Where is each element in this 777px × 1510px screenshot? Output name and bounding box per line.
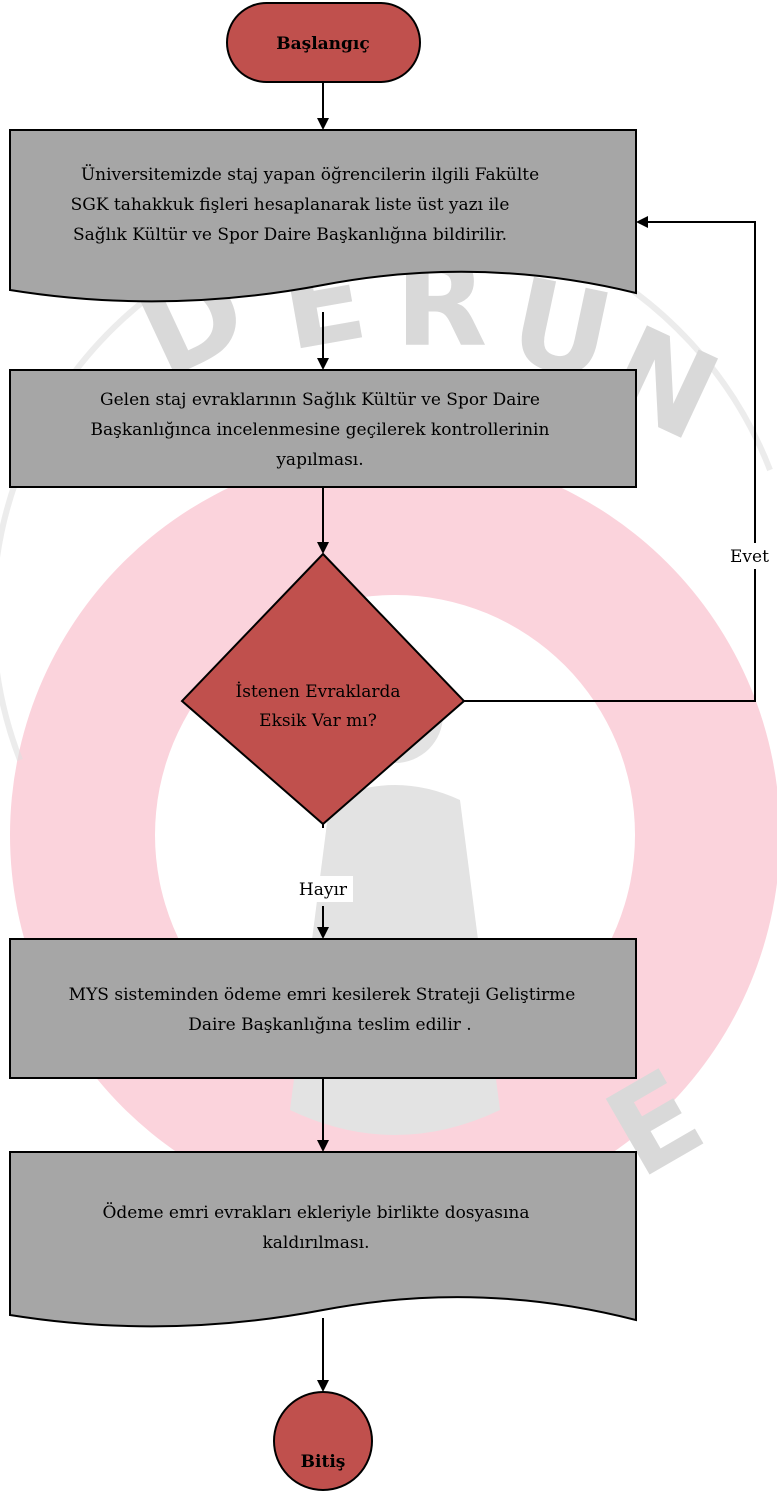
start-terminal: Başlangıç xyxy=(226,2,421,83)
step2-line-2: Başkanlığınca incelenmesine geçilerek ko… xyxy=(91,420,550,440)
yes-label: Evet xyxy=(730,547,769,567)
decision-line-1: İstenen Evraklarda xyxy=(236,681,401,702)
process-step-4-shape xyxy=(9,1151,637,1328)
process-step-2: Gelen staj evraklarının Sağlık Kültür ve… xyxy=(9,369,637,488)
no-label-bg xyxy=(293,876,353,902)
edge-labels: Evet Hayır xyxy=(293,543,777,902)
end-label: Bitiş xyxy=(301,1452,346,1472)
process-step-1-shape xyxy=(9,129,637,303)
process-step-3: MYS sisteminden ödeme emri kesilerek Str… xyxy=(9,938,637,1079)
yes-label-bg xyxy=(727,543,777,569)
process-step-3-shape xyxy=(9,938,637,1079)
no-label: Hayır xyxy=(299,880,348,900)
decision-shape xyxy=(180,552,466,826)
end-terminal: Bitiş xyxy=(273,1391,373,1491)
process-step-2-shape xyxy=(9,369,637,488)
process-step-1: Üniversitemizde staj yapan öğrencilerin … xyxy=(9,129,637,303)
step1-line-3: Sağlık Kültür ve Spor Daire Başkanlığına… xyxy=(73,225,507,245)
decision-node: İstenen Evraklarda Eksik Var mı? xyxy=(180,552,466,826)
process-step-4: Ödeme emri evrakları ekleriyle birlikte … xyxy=(9,1151,637,1328)
start-terminal-shape xyxy=(226,2,421,83)
decision-line-2: Eksik Var mı? xyxy=(259,711,377,731)
step3-line-1: MYS sisteminden ödeme emri kesilerek Str… xyxy=(69,985,576,1005)
step1-line-1: Üniversitemizde staj yapan öğrencilerin … xyxy=(81,164,539,185)
connectors xyxy=(317,82,756,1392)
connector-decision-yes-loop xyxy=(464,216,756,702)
step1-line-2: SGK tahakkuk fişleri hesaplanarak liste … xyxy=(71,195,510,215)
step4-line-1: Ödeme emri evrakları ekleriyle birlikte … xyxy=(102,1202,529,1223)
start-label: Başlangıç xyxy=(276,34,369,54)
step4-line-2: kaldırılması. xyxy=(262,1233,369,1253)
step2-line-1: Gelen staj evraklarının Sağlık Kültür ve… xyxy=(100,390,540,410)
step3-line-2: Daire Başkanlığına teslim edilir . xyxy=(188,1015,471,1035)
end-terminal-shape xyxy=(273,1391,373,1491)
step2-line-3: yapılması. xyxy=(275,450,363,470)
